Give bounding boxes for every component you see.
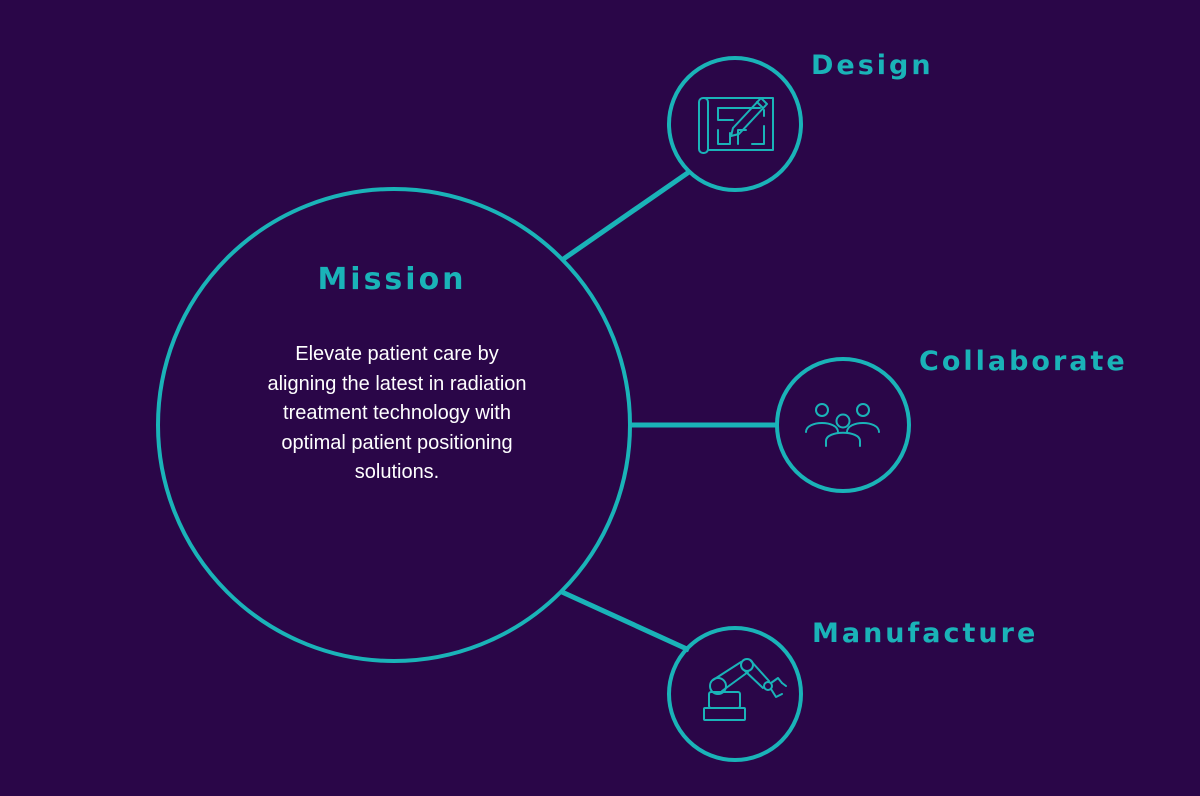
connector-manufacture — [560, 589, 691, 653]
node-label-design: Design — [811, 50, 934, 81]
design-circle — [667, 56, 803, 192]
node-label-manufacture: Manufacture — [812, 618, 1039, 649]
node-label-collaborate: Collaborate — [919, 346, 1128, 377]
manufacture-circle — [667, 626, 803, 762]
mission-circle — [156, 187, 632, 663]
mission-statement: Elevate patient care by aligning the lat… — [267, 343, 527, 483]
robot-arm-icon — [703, 658, 787, 721]
connector-design — [560, 169, 691, 263]
blueprint-pencil-icon — [698, 97, 774, 154]
mission-title: Mission — [317, 262, 467, 297]
people-group-icon — [805, 403, 880, 447]
collaborate-circle — [775, 357, 911, 493]
